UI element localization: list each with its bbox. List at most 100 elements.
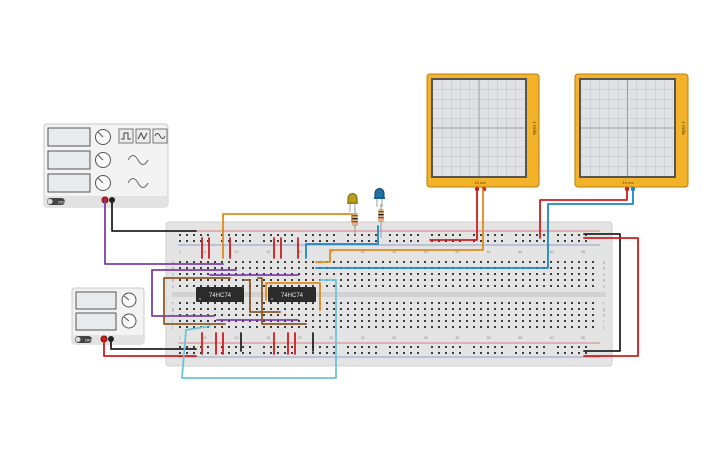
fg-sine-graphic-icon-2 <box>127 178 149 188</box>
oscilloscope-2-time-label: 10 ms <box>623 180 634 185</box>
row-letter: c <box>172 273 174 277</box>
wire-purple-2[interactable] <box>151 269 237 297</box>
column-number: 30 <box>361 336 365 340</box>
row-letter: g <box>172 308 174 312</box>
column-number: 50 <box>487 250 491 254</box>
fg-display-offset <box>47 173 91 193</box>
column-number: 40 <box>424 250 428 254</box>
wire-psu-positive[interactable] <box>103 338 197 357</box>
wire-fg-signal[interactable] <box>104 199 224 265</box>
wire-scope-2-red[interactable] <box>539 188 628 239</box>
fg-sine-graphic-icon <box>127 155 149 165</box>
column-number: 60 <box>550 336 554 340</box>
column-number: 15 <box>266 250 270 254</box>
wires[interactable] <box>103 188 639 379</box>
row-letter: j <box>602 326 604 330</box>
wire-orange-scope-1[interactable] <box>315 188 484 263</box>
column-number: 45 <box>455 336 459 340</box>
wire-psu-ground[interactable] <box>110 338 197 350</box>
row-letter: b <box>172 267 174 271</box>
wire-brown-2[interactable] <box>163 299 226 325</box>
column-number: 15 <box>266 336 270 340</box>
power-supply[interactable]: OFF <box>71 287 145 345</box>
function-generator[interactable]: OFF <box>43 123 169 208</box>
breadboard-center-channel <box>172 292 606 297</box>
wire-cyan-loop[interactable] <box>181 279 337 379</box>
wire-brown-4[interactable] <box>243 279 281 313</box>
column-number: 50 <box>487 336 491 340</box>
column-number: 30 <box>361 250 365 254</box>
oscilloscope-1-scale-label: 1 V/div <box>532 121 537 136</box>
column-number: 1 <box>179 336 181 340</box>
column-number: 20 <box>298 336 302 340</box>
oscilloscope-2[interactable]: 1 V/div 10 ms <box>574 73 689 192</box>
wire-orange-led[interactable] <box>222 213 353 259</box>
column-number: 60 <box>550 250 554 254</box>
fg-display-amplitude <box>47 150 91 170</box>
oscilloscope-1-time-label: 10 ms <box>475 180 486 185</box>
row-letter: h <box>603 314 605 318</box>
row-letter: a <box>172 261 174 265</box>
chip-2[interactable]: 74HC74 <box>268 287 316 302</box>
wire-brown-3[interactable] <box>257 277 307 325</box>
row-letter: b <box>603 267 605 271</box>
chip-1[interactable]: 74HC74 <box>196 287 244 302</box>
psu-voltage-display <box>75 291 117 310</box>
resistor-2[interactable] <box>378 204 384 238</box>
led-blue[interactable] <box>374 188 385 208</box>
square-wave-icon[interactable] <box>118 128 134 144</box>
row-letter: a <box>603 261 605 265</box>
column-number: 35 <box>392 250 396 254</box>
oscilloscope-grid <box>433 80 525 176</box>
wire-scope-1-red[interactable] <box>429 188 478 241</box>
row-letter: f <box>603 302 604 306</box>
wire-brown-1[interactable] <box>163 277 231 301</box>
wire-purple-3[interactable] <box>151 295 215 317</box>
column-number: 10 <box>235 336 239 340</box>
psu-power-toggle[interactable]: OFF <box>75 336 94 343</box>
fg-output-label: OFF <box>58 200 67 205</box>
row-letter: j <box>171 326 173 330</box>
row-letter: d <box>603 279 605 283</box>
oscilloscope-1[interactable]: 1 V/div 10 ms <box>426 73 540 192</box>
column-number: 5 <box>204 250 206 254</box>
row-letter: f <box>172 302 173 306</box>
column-number: 55 <box>518 336 522 340</box>
led-yellow[interactable] <box>347 193 358 213</box>
wire-blue-led[interactable] <box>305 225 379 259</box>
wire-rail-power-right[interactable] <box>583 237 639 357</box>
column-number: 1 <box>179 250 181 254</box>
column-number: 45 <box>455 250 459 254</box>
fg-display-frequency <box>47 127 91 147</box>
column-number: 65 <box>581 250 585 254</box>
wire-orange-internal[interactable] <box>265 282 321 311</box>
column-number: 65 <box>581 336 585 340</box>
row-letter: e <box>603 285 605 289</box>
column-number: 5 <box>204 336 206 340</box>
wire-blue-scope-2[interactable] <box>315 188 634 269</box>
row-letter: i <box>603 320 604 324</box>
row-letter: d <box>172 279 174 283</box>
psu-current-display <box>75 312 117 331</box>
chip-2-label: 74HC74 <box>281 293 304 299</box>
chip-1-label: 74HC74 <box>209 293 232 299</box>
row-letter: c <box>603 273 605 277</box>
oscilloscope-grid <box>581 80 674 176</box>
column-number: 40 <box>424 336 428 340</box>
column-number: 25 <box>329 336 333 340</box>
column-number: 55 <box>518 250 522 254</box>
resistor-1[interactable] <box>352 208 358 236</box>
column-number: 10 <box>235 250 239 254</box>
wire-fg-ground[interactable] <box>111 199 197 232</box>
column-number: 35 <box>392 336 396 340</box>
oscilloscope-2-scale-label: 1 V/div <box>681 121 686 136</box>
fg-power-toggle[interactable]: OFF <box>47 198 67 205</box>
wire-rail-ground-right[interactable] <box>583 233 621 352</box>
triangle-wave-icon[interactable] <box>135 128 151 144</box>
column-number: 20 <box>298 250 302 254</box>
sine-wave-icon[interactable] <box>152 128 168 144</box>
